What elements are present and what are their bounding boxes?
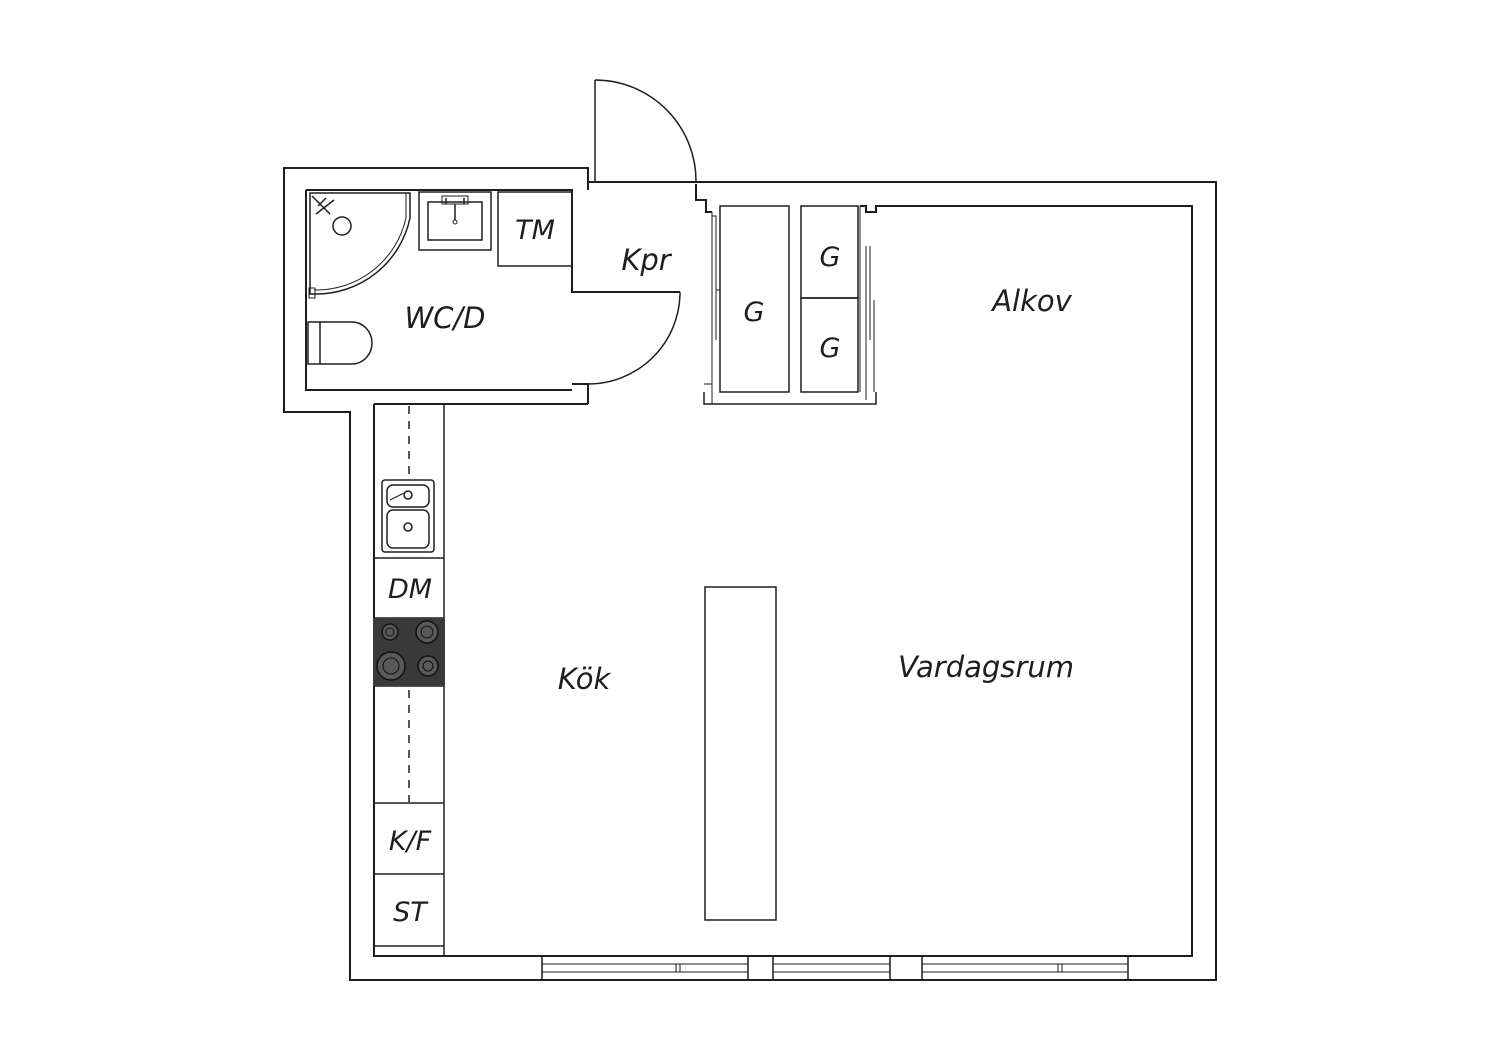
label-kok: Kök bbox=[558, 662, 612, 696]
label-kpr: Kpr bbox=[621, 243, 672, 277]
label-alkov: Alkov bbox=[990, 284, 1072, 318]
label-g-bottom: G bbox=[820, 333, 841, 364]
kitchen-sink-icon bbox=[381, 479, 435, 553]
label-g-top: G bbox=[820, 242, 841, 273]
window-icon bbox=[541, 955, 749, 981]
toilet-icon bbox=[307, 321, 373, 365]
shower-icon bbox=[308, 192, 411, 299]
wardrobe-left bbox=[703, 205, 877, 405]
entrance-door bbox=[594, 79, 697, 183]
stove-icon bbox=[373, 618, 445, 686]
window-right bbox=[921, 955, 1129, 981]
wardrobe-right bbox=[800, 205, 875, 400]
label-g-left: G bbox=[744, 297, 765, 328]
label-vardagsrum: Vardagsrum bbox=[898, 650, 1074, 684]
kitchen-island bbox=[704, 586, 777, 921]
label-k-f: K/F bbox=[389, 826, 432, 857]
label-st: ST bbox=[393, 897, 429, 928]
label-dm: DM bbox=[388, 574, 432, 605]
washbasin-icon bbox=[418, 191, 492, 251]
label-wc-d: WC/D bbox=[404, 301, 485, 335]
washing-machine-box bbox=[497, 191, 573, 267]
label-tm: TM bbox=[515, 215, 555, 246]
window-middle bbox=[772, 955, 891, 981]
bathroom-door bbox=[587, 292, 681, 385]
